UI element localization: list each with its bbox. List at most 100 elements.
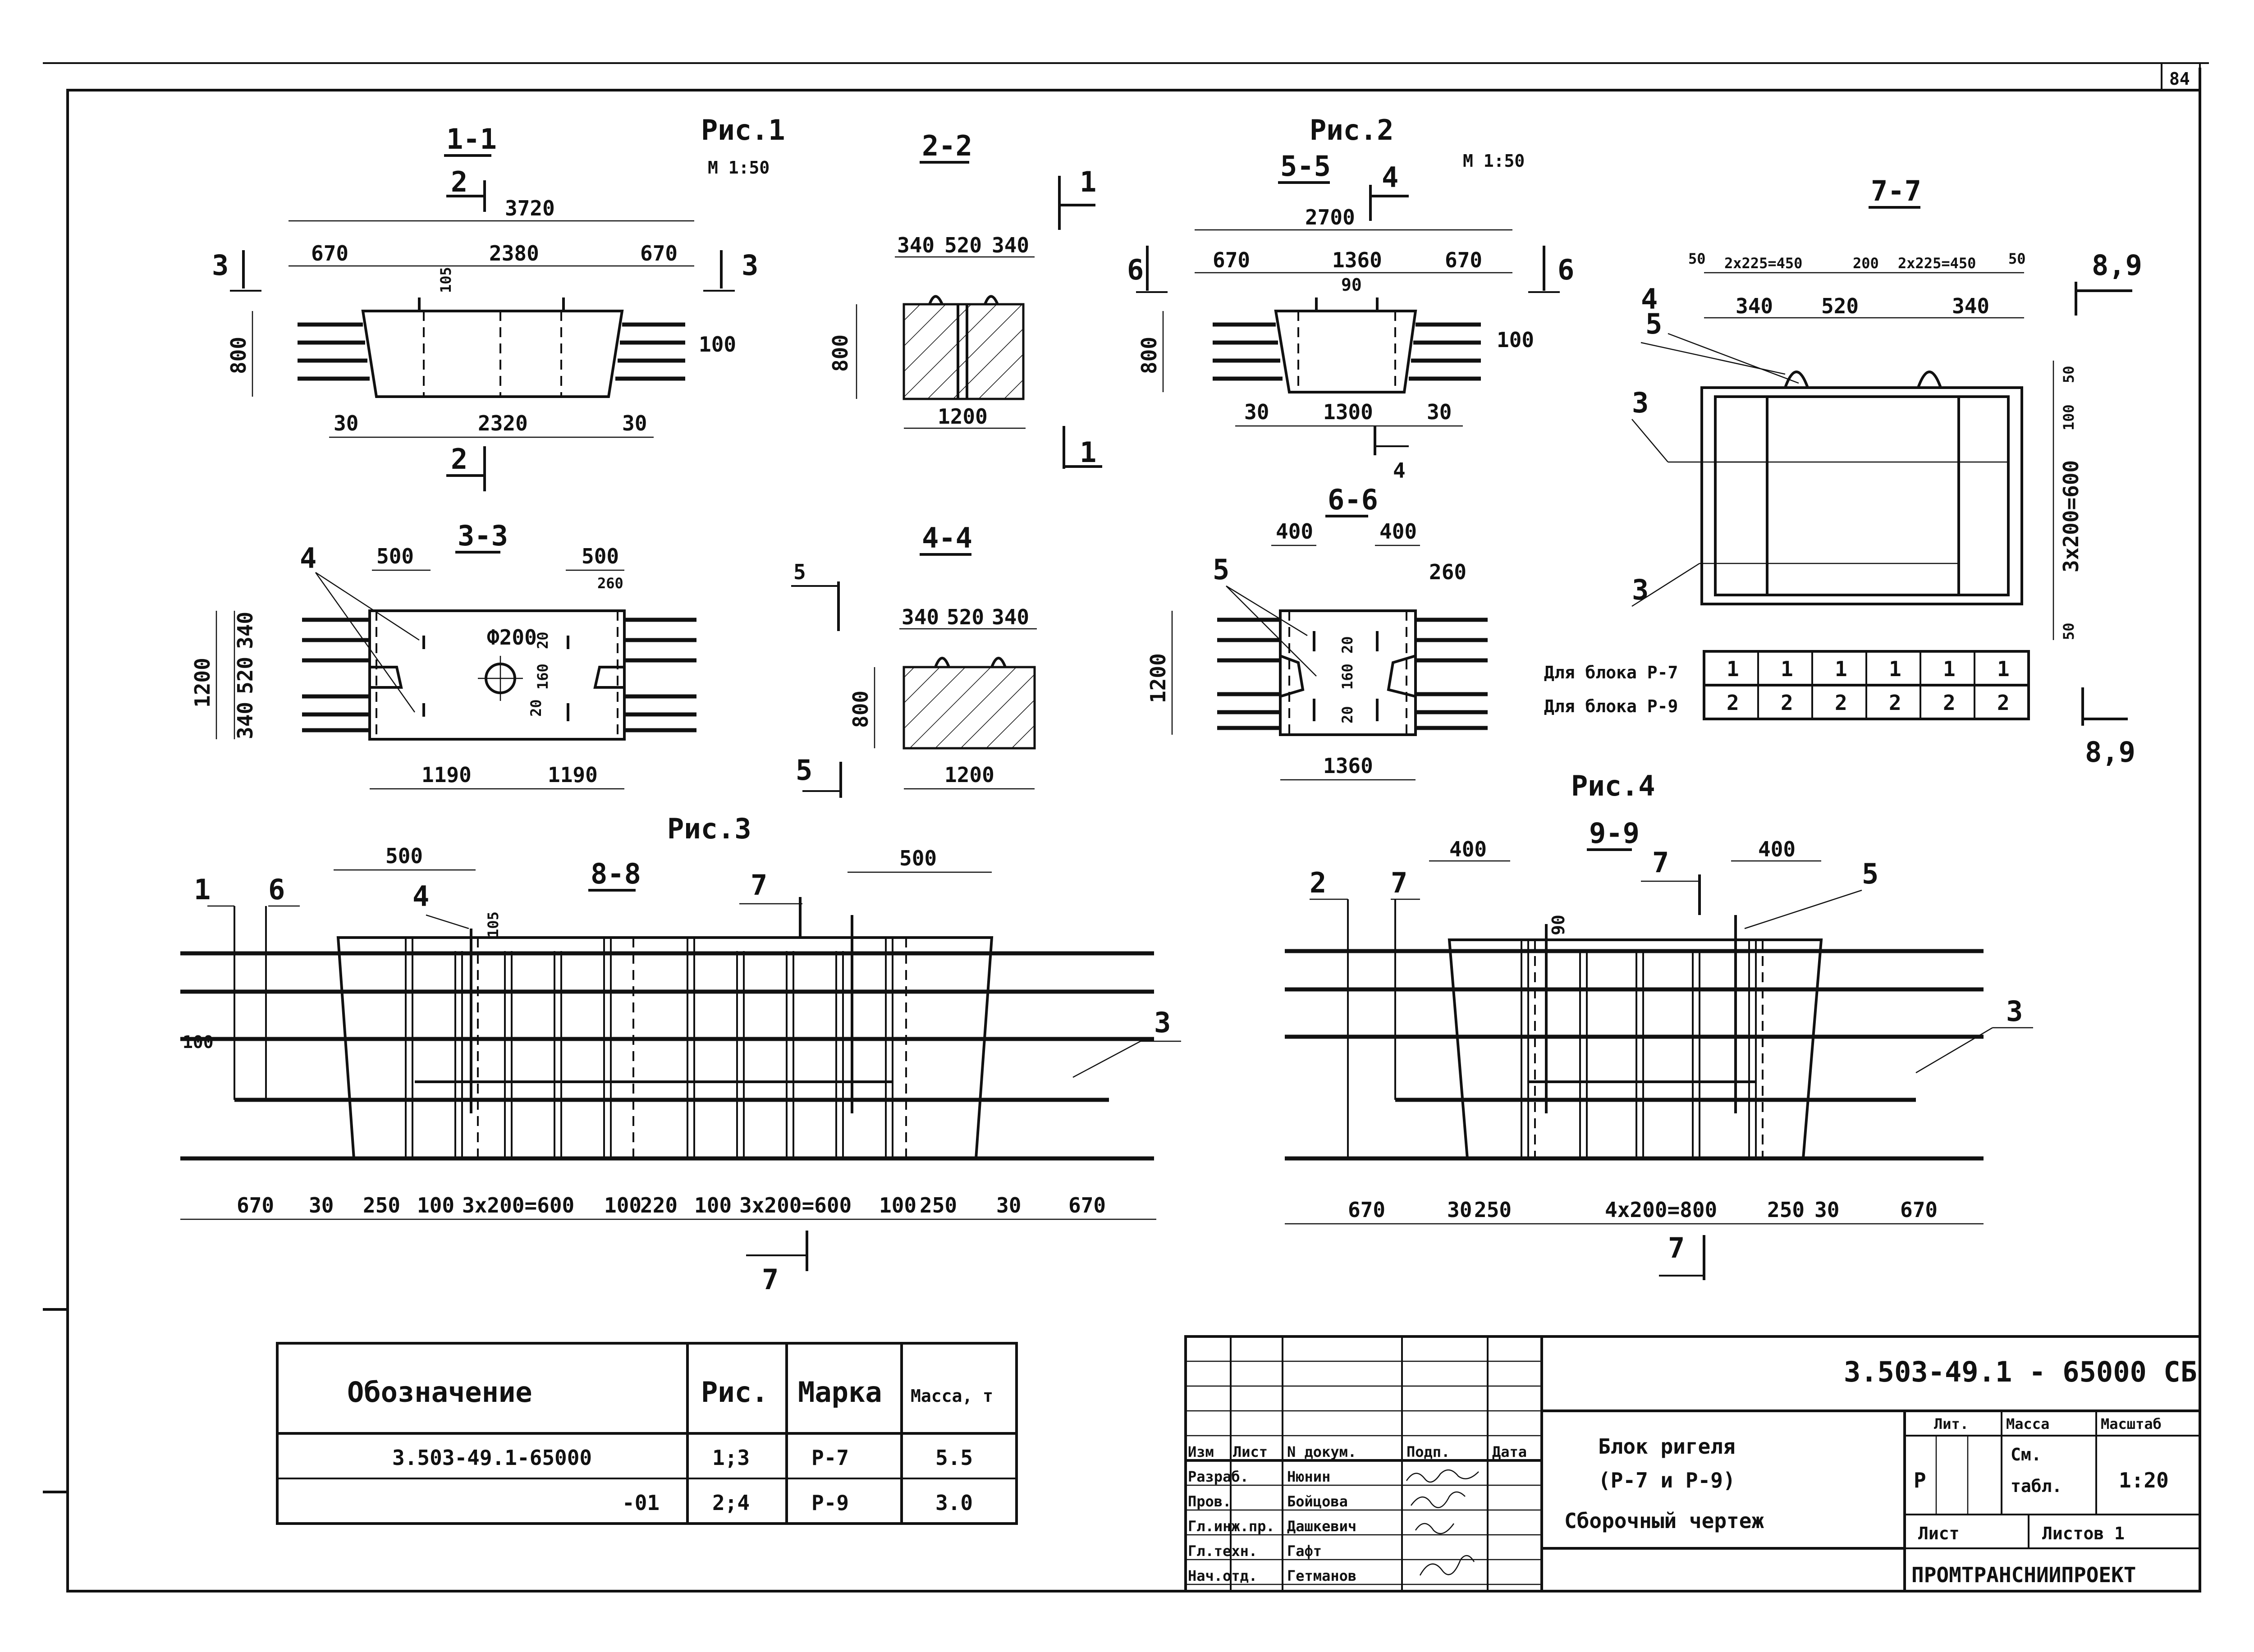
spec-cell: 1;3 xyxy=(712,1446,750,1470)
callout-7: 7 xyxy=(751,869,767,902)
dim-v160: 160 xyxy=(1339,664,1356,690)
block-cell: 1 xyxy=(1889,657,1901,681)
block-cell: 2 xyxy=(1781,691,1793,715)
dim-h3: 340 xyxy=(233,702,257,739)
dim-h2: 520 xyxy=(233,657,257,694)
tb-col: Изм xyxy=(1188,1443,1214,1460)
dim-width: 1200 xyxy=(944,763,994,787)
dim-right: 670 xyxy=(1445,248,1482,272)
cut-mark-bottom: 5 xyxy=(796,754,812,787)
cut-mark-bottom: 8,9 xyxy=(2085,736,2135,769)
bottom-dim: 250 xyxy=(920,1193,957,1217)
block-count-table: Для блока Р-7 Для блока Р-9 1 1 1 1 1 1 … xyxy=(1544,650,2030,720)
dim-v20a: 20 xyxy=(534,632,551,649)
bottom-dim: 100 xyxy=(694,1193,732,1217)
dim-left: 670 xyxy=(1213,248,1250,272)
dim-bottom-mid: 2320 xyxy=(478,411,528,435)
bottom-dim: 30 xyxy=(309,1193,334,1217)
block-cell: 2 xyxy=(1943,691,1956,715)
tb-role: Разраб. xyxy=(1188,1468,1249,1485)
bottom-dim: 30 xyxy=(996,1193,1021,1217)
callout-7b: 7 xyxy=(1652,846,1669,879)
bottom-dim: 250 xyxy=(363,1193,400,1217)
block-cell: 1 xyxy=(1943,657,1956,681)
section-8-8: 8-8 500 500 1 6 4 105 7 3 100 xyxy=(180,844,1181,1296)
dim-middle: 1360 xyxy=(1332,248,1382,272)
dim-overall: 2700 xyxy=(1305,205,1355,229)
dim-left: 670 xyxy=(311,241,348,265)
spec-cell: 3.0 xyxy=(935,1491,973,1515)
dim-total: 1200 xyxy=(1146,653,1170,703)
bottom-dim: 100 xyxy=(417,1193,454,1217)
dim-height: 800 xyxy=(828,334,852,372)
section-title: 7-7 xyxy=(1871,174,1921,207)
dim-b: 520 xyxy=(947,605,984,629)
dim-rod: 100 xyxy=(1497,328,1534,352)
section-9-9: 9-9 400 400 2 7 7 5 90 3 xyxy=(1285,817,2033,1280)
cut-mark-right: 6 xyxy=(1558,253,1574,286)
callout-5: 5 xyxy=(1213,553,1229,586)
section-title: 1-1 xyxy=(446,123,497,156)
block-cell: 2 xyxy=(1727,691,1739,715)
callout-5: 5 xyxy=(1862,857,1878,890)
section-3-3: 3-3 500 500 4 Ф200 260 20 160 20 xyxy=(190,519,696,790)
fig3-label: Рис.3 xyxy=(667,812,751,845)
dim-r4: 50 xyxy=(2060,622,2077,640)
callout-4: 4 xyxy=(412,880,429,913)
tb-mass-value: См. xyxy=(2011,1445,2042,1464)
tb-name: Гетманов xyxy=(1287,1567,1356,1584)
dim-c: 340 xyxy=(992,233,1029,257)
fig4-label: Рис.4 xyxy=(1571,769,1655,802)
dim-overall: 3720 xyxy=(505,196,555,220)
callout-3: 3 xyxy=(1154,1006,1171,1039)
dim-step: 90 xyxy=(1341,275,1362,295)
tb-role: Гл.техн. xyxy=(1188,1542,1257,1560)
cut-mark-right: 3 xyxy=(742,249,758,282)
dim-right: 670 xyxy=(640,241,678,265)
tb-role: Нач.отд. xyxy=(1188,1567,1257,1584)
cut-mark-top: 2 xyxy=(451,165,467,198)
sheet-number: 84 xyxy=(2169,69,2190,89)
spec-cell: -01 xyxy=(622,1491,660,1515)
dim-t2: 2x225=450 xyxy=(1724,255,1802,272)
dim-bottom-right: 30 xyxy=(1427,400,1452,424)
tb-lit-header: Лит. xyxy=(1934,1415,1969,1432)
bottom-dim: 670 xyxy=(237,1193,274,1217)
section-title: 8-8 xyxy=(591,857,641,890)
tb-code: 3.503-49.1 - 65000 СБ xyxy=(1844,1355,2197,1388)
tb-col: Лист xyxy=(1233,1443,1268,1460)
spec-cell: 2;4 xyxy=(712,1491,750,1515)
bottom-dim: 4x200=800 xyxy=(1605,1198,1717,1222)
dim-r3: 3x200=600 xyxy=(2059,460,2083,572)
dim-m3: 340 xyxy=(1952,294,1989,318)
section-title: 5-5 xyxy=(1280,150,1331,183)
dim-m1: 340 xyxy=(1736,294,1773,318)
dim-a: 340 xyxy=(897,233,935,257)
dim-t4: 2x225=450 xyxy=(1898,255,1976,272)
block-row-label: Для блока Р-9 xyxy=(1544,696,1678,716)
dim-a: 340 xyxy=(902,605,939,629)
cut-mark-top: 8,9 xyxy=(2092,249,2142,282)
dim-t5: 50 xyxy=(2008,250,2026,267)
tb-col: N докум. xyxy=(1287,1443,1356,1460)
bottom-dim: 3x200=600 xyxy=(462,1193,574,1217)
callout-4: 4 xyxy=(1641,283,1658,316)
dim-width: 1360 xyxy=(1323,754,1373,778)
tb-mass-header: Масса xyxy=(2006,1415,2049,1432)
bottom-dim: 100 xyxy=(879,1193,916,1217)
block-row-label: Для блока Р-7 xyxy=(1544,663,1678,682)
dim-top-step: 105 xyxy=(437,267,454,293)
tb-lit-value: Р xyxy=(1914,1468,1926,1492)
dim-total: 1200 xyxy=(190,658,215,708)
dim-v20b: 20 xyxy=(1339,706,1356,723)
dim-step: 105 xyxy=(485,911,502,938)
title-block: Изм Лист N докум. Подп. Дата Разраб. Нюн… xyxy=(1184,1335,2201,1593)
dim-v20b: 20 xyxy=(527,699,545,717)
block-cell: 1 xyxy=(1835,657,1847,681)
callout-4: 4 xyxy=(300,542,316,575)
block-cell: 1 xyxy=(1997,657,2010,681)
dim-b: 520 xyxy=(944,233,982,257)
dim-m2: 520 xyxy=(1821,294,1859,318)
section-1-1: 1-1 3720 670 2380 670 2 2 3 3 105 xyxy=(212,123,758,491)
tb-col: Дата xyxy=(1492,1443,1527,1460)
